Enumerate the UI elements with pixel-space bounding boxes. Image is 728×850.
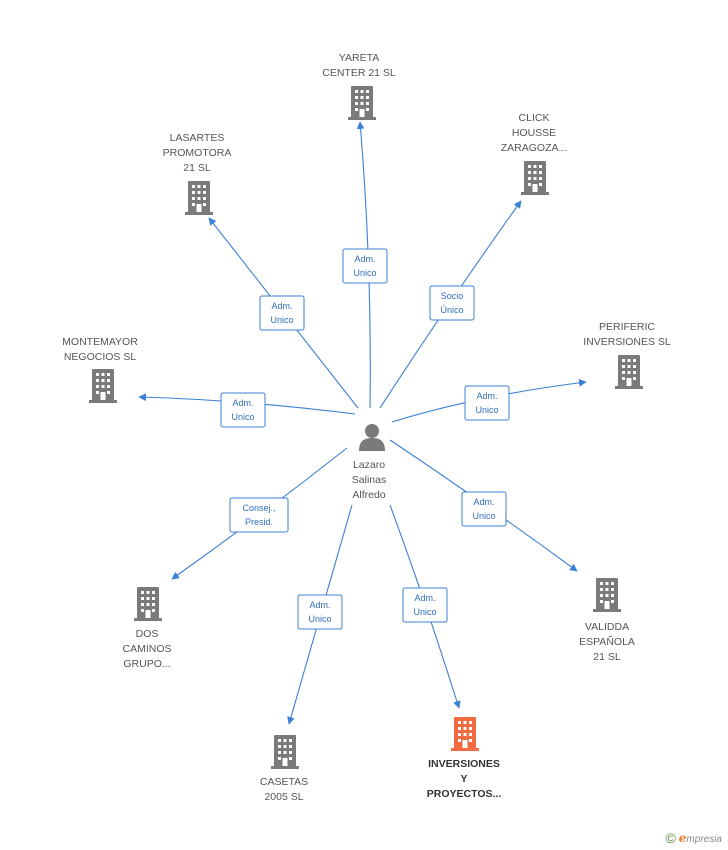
relation-box <box>429 285 475 321</box>
company-label-line-1: INVERSIONES <box>428 758 500 770</box>
center-name-line-1: Lazaro <box>353 459 385 471</box>
relation-text-line-1: Adm. <box>414 593 435 603</box>
center-name-line-2: Salinas <box>352 474 386 486</box>
relation-text-line-2: Único <box>440 305 463 315</box>
company-node-lasartes[interactable]: LASARTES PROMOTORA 21 SL <box>163 132 232 215</box>
company-label-line-1: DOS <box>136 628 159 640</box>
building-icon <box>521 161 549 195</box>
company-label-line-1: LASARTES <box>170 132 225 144</box>
company-node-dos-caminos[interactable]: DOS CAMINOS GRUPO... <box>122 587 172 670</box>
relation-label-dos-caminos[interactable]: Consej., Presid. <box>229 497 289 533</box>
relation-text-line-2: Unico <box>413 607 436 617</box>
company-node-periferic[interactable]: PERIFERIC INVERSIONES SL <box>583 321 671 389</box>
relation-text-line-2: Unico <box>475 405 498 415</box>
relation-text-line-1: Adm. <box>232 398 253 408</box>
relation-text-line-1: Adm. <box>354 254 375 264</box>
relation-text-line-1: Adm. <box>309 600 330 610</box>
center-name-line-3: Alfredo <box>352 489 385 501</box>
company-label-line-2: HOUSSE <box>512 127 556 139</box>
company-label-line-3: GRUPO... <box>123 658 170 670</box>
relation-box <box>229 497 289 533</box>
building-icon <box>451 717 479 751</box>
company-label-line-3: PROYECTOS... <box>427 788 502 800</box>
relation-label-casetas[interactable]: Adm. Unico <box>297 594 343 630</box>
company-label-line-2: Y <box>460 773 467 785</box>
company-label-line-1: CLICK <box>519 112 550 124</box>
relation-box <box>464 385 510 421</box>
company-label-line-2: INVERSIONES SL <box>583 336 671 348</box>
relation-label-montemayor[interactable]: Adm. Unico <box>220 392 266 428</box>
relation-label-periferic[interactable]: Adm. Unico <box>464 385 510 421</box>
relation-text-line-2: Unico <box>353 268 376 278</box>
relation-box <box>220 392 266 428</box>
company-label-line-2: 2005 SL <box>264 791 303 803</box>
relation-label-inversiones[interactable]: Adm. Unico <box>402 587 448 623</box>
company-label-line-1: VALIDDA <box>585 621 629 633</box>
company-node-validda[interactable]: VALIDDA ESPAÑOLA 21 SL <box>579 578 635 663</box>
building-icon <box>89 369 117 403</box>
company-node-yareta[interactable]: YARETA CENTER 21 SL <box>322 52 396 120</box>
nodes-layer: YARETA CENTER 21 SL CLICK HOUSSE ZARAGOZA...… <box>62 52 671 803</box>
company-label-line-2: ESPAÑOLA <box>579 635 635 648</box>
company-node-casetas[interactable]: CASETAS 2005 SL <box>260 735 308 803</box>
relation-box <box>342 248 388 284</box>
company-label-line-2: PROMOTORA <box>163 147 232 159</box>
company-label-line-1: MONTEMAYOR <box>62 336 138 348</box>
relation-label-lasartes[interactable]: Adm. Unico <box>259 295 305 331</box>
center-person-node[interactable]: Lazaro Salinas Alfredo <box>352 424 386 501</box>
brand-footer: ©empresia <box>665 830 722 846</box>
brand-logo-text: mpresia <box>686 834 722 845</box>
relation-text-line-2: Unico <box>308 614 331 624</box>
building-icon <box>185 181 213 215</box>
relation-text-line-1: Socio <box>441 291 464 301</box>
relation-text-line-2: Presid. <box>245 517 273 527</box>
copyright-icon: © <box>665 830 676 846</box>
building-icon <box>593 578 621 612</box>
building-icon <box>271 735 299 769</box>
relation-text-line-1: Adm. <box>476 391 497 401</box>
company-label-line-3: 21 SL <box>183 162 211 174</box>
company-node-click[interactable]: CLICK HOUSSE ZARAGOZA... <box>501 112 568 195</box>
edges-layer: Adm.UnicoSocioÚnicoAdm.UnicoAdm.UnicoAdm… <box>138 121 587 725</box>
relation-text-line-1: Consej., <box>242 503 275 513</box>
building-icon <box>134 587 162 621</box>
relation-box <box>461 491 507 527</box>
relation-label-validda[interactable]: Adm. Unico <box>461 491 507 527</box>
relation-text-line-1: Adm. <box>473 497 494 507</box>
company-label-line-3: 21 SL <box>593 651 621 663</box>
company-label-line-1: CASETAS <box>260 776 308 788</box>
brand-logo-initial: e <box>678 831 687 845</box>
company-label-line-3: ZARAGOZA... <box>501 142 568 154</box>
company-node-inversiones[interactable]: INVERSIONES Y PROYECTOS... <box>427 717 502 800</box>
company-label-line-2: CENTER 21 SL <box>322 67 396 79</box>
company-label-line-1: PERIFERIC <box>599 321 655 333</box>
relation-text-line-2: Unico <box>231 412 254 422</box>
company-label-line-2: CAMINOS <box>122 643 171 655</box>
company-label-line-1: YARETA <box>339 52 379 64</box>
company-node-montemayor[interactable]: MONTEMAYOR NEGOCIOS SL <box>62 336 138 403</box>
relation-label-yareta[interactable]: Adm. Unico <box>342 248 388 284</box>
relation-box <box>259 295 305 331</box>
building-icon <box>348 86 376 120</box>
person-icon <box>359 424 385 451</box>
building-icon <box>615 355 643 389</box>
relation-text-line-2: Unico <box>472 511 495 521</box>
relation-text-line-2: Unico <box>270 315 293 325</box>
relation-box <box>402 587 448 623</box>
relation-text-line-1: Adm. <box>271 301 292 311</box>
company-label-line-2: NEGOCIOS SL <box>64 351 137 363</box>
relation-box <box>297 594 343 630</box>
